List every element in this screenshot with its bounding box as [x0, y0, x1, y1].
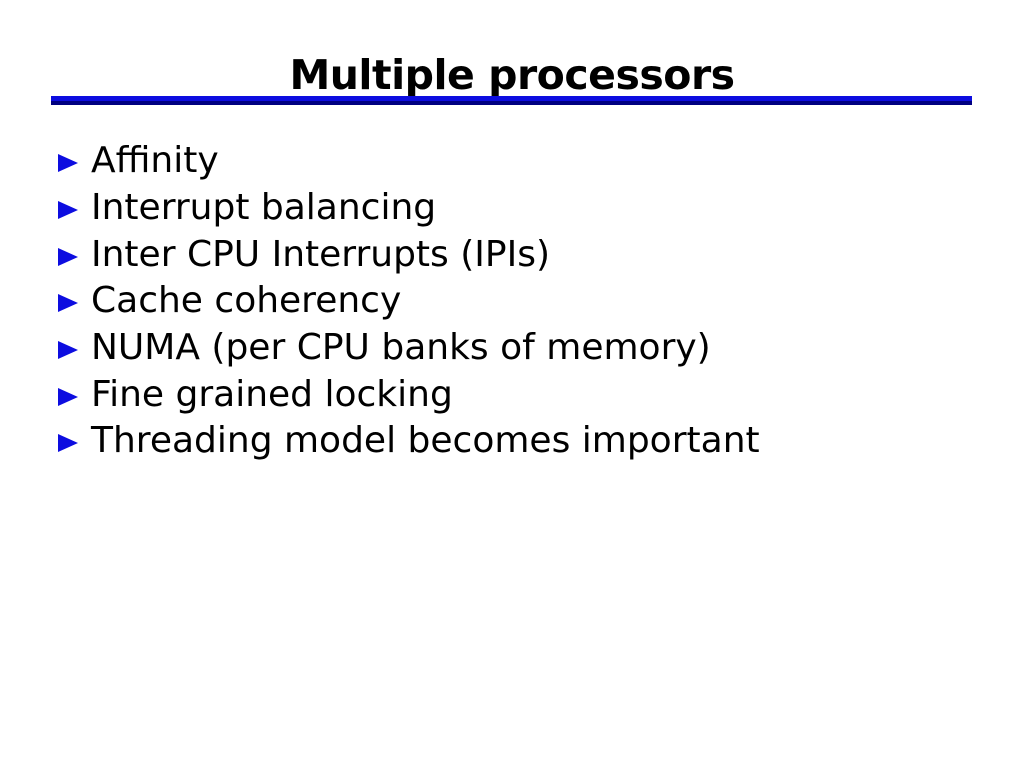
- list-item-label: Interrupt balancing: [91, 187, 437, 229]
- list-item: Inter CPU Interrupts (IPIs): [58, 233, 760, 280]
- list-item-label: Inter CPU Interrupts (IPIs): [91, 233, 551, 275]
- triangle-bullet-icon: [58, 154, 78, 173]
- list-item: Threading model becomes important: [58, 420, 760, 467]
- triangle-bullet-icon: [58, 434, 78, 453]
- list-item-label: Affinity: [91, 140, 219, 182]
- triangle-bullet-icon: [58, 341, 78, 360]
- list-item-label: NUMA (per CPU banks of memory): [91, 327, 711, 369]
- list-item-label: Cache coherency: [91, 280, 402, 322]
- slide-title: Multiple processors: [289, 51, 735, 99]
- triangle-bullet-icon: [58, 387, 78, 406]
- list-item: Affinity: [58, 140, 760, 187]
- list-item: NUMA (per CPU banks of memory): [58, 327, 760, 374]
- list-item: Fine grained locking: [58, 373, 760, 420]
- list-item-label: Threading model becomes important: [91, 420, 760, 462]
- list-item-label: Fine grained locking: [91, 373, 453, 415]
- list-item: Interrupt balancing: [58, 187, 760, 234]
- list-item: Cache coherency: [58, 280, 760, 327]
- triangle-bullet-icon: [58, 201, 78, 220]
- title-underline-rule: [51, 96, 972, 105]
- triangle-bullet-icon: [58, 294, 78, 313]
- triangle-bullet-icon: [58, 247, 78, 266]
